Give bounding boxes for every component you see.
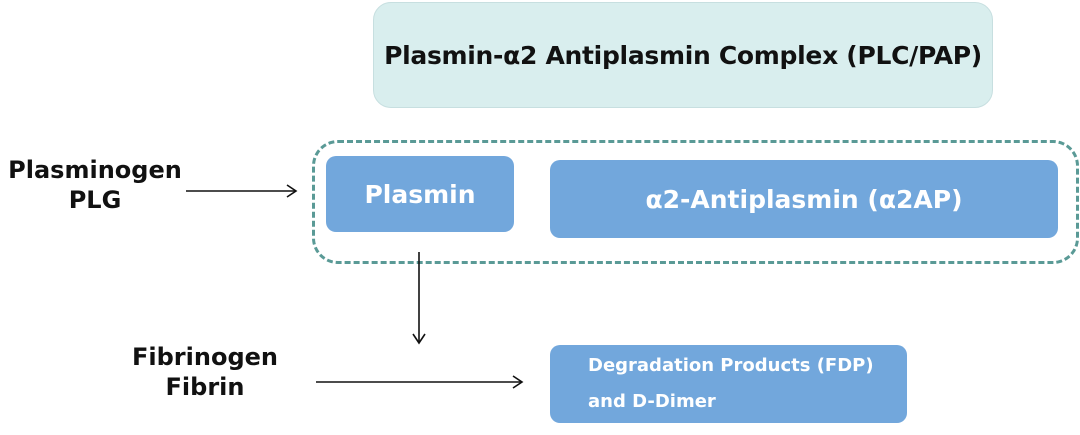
degradation-products-node: Degradation Products (FDP) and D-Dimer: [550, 345, 907, 423]
complex-title: Plasmin-α2 Antiplasmin Complex (PLC/PAP): [384, 40, 982, 70]
fdp-line2: and D-Dimer: [588, 391, 716, 412]
complex-dashed-group: [312, 140, 1079, 264]
plasminogen-label: Plasminogen PLG: [5, 155, 185, 215]
plasminogen-name: Plasminogen: [8, 156, 182, 184]
antiplasmin-node: α2-Antiplasmin (α2AP): [550, 160, 1058, 238]
plasmin-label: Plasmin: [364, 179, 476, 209]
fibrinogen-name: Fibrinogen: [132, 343, 278, 371]
fibrinogen-to-products-arrow: [316, 375, 524, 389]
plg-abbrev: PLG: [68, 186, 122, 214]
fdp-line1: Degradation Products (FDP): [588, 355, 874, 376]
antiplasmin-label: α2-Antiplasmin (α2AP): [645, 184, 963, 214]
fibrin-name: Fibrin: [165, 373, 245, 401]
plasminogen-to-plasmin-arrow: [186, 184, 298, 198]
fibrinogen-label: Fibrinogen Fibrin: [120, 342, 290, 402]
plasmin-antiplasmin-complex-box: Plasmin-α2 Antiplasmin Complex (PLC/PAP): [373, 2, 993, 108]
plasmin-node: Plasmin: [326, 156, 514, 232]
plasmin-to-products-arrow: [412, 252, 426, 345]
